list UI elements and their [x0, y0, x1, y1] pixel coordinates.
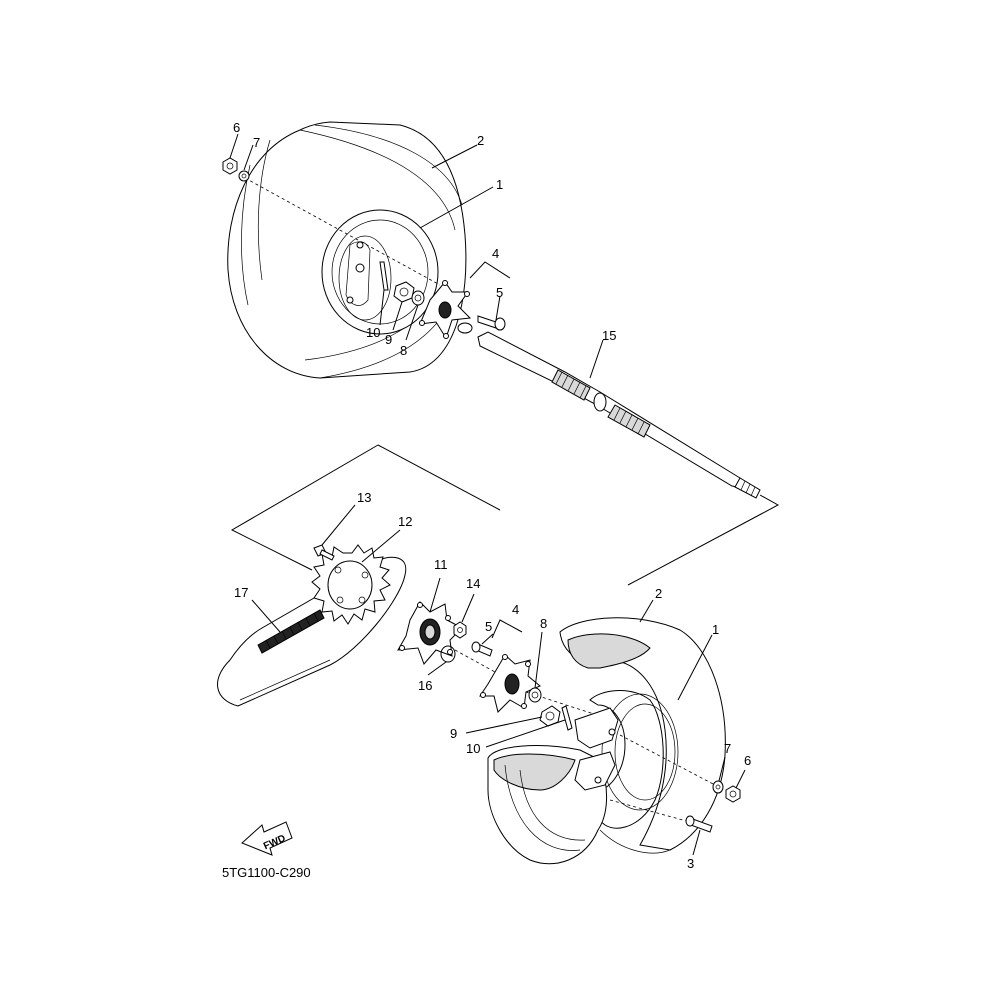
top-stud-centerline [244, 177, 441, 286]
top-bolt-5 [477, 315, 506, 331]
callout-top-8: 8 [400, 343, 407, 358]
callout-numbers: 6 7 2 1 4 5 10 9 8 15 13 12 17 11 14 4 5… [233, 120, 751, 871]
callout-bottom-3: 3 [687, 856, 694, 871]
top-nut-6 [222, 157, 238, 175]
callout-top-1: 1 [496, 177, 503, 192]
callout-bottom-11: 11 [434, 557, 448, 572]
bottom-tire [487, 617, 726, 865]
callout-bottom-8: 8 [540, 616, 547, 631]
callout-bottom-6: 6 [744, 753, 751, 768]
bottom-nut-6 [725, 785, 741, 803]
callout-top-5: 5 [496, 285, 503, 300]
drawing-code: 5TG1100-C290 [222, 865, 311, 880]
callout-bottom-12: 12 [398, 514, 412, 529]
top-washer-7 [238, 170, 250, 182]
bottom-cotter-pin-10 [561, 705, 573, 731]
bottom-bolt-5 [471, 641, 493, 657]
bottom-hub-4 [479, 654, 541, 713]
bottom-washer-8 [528, 687, 542, 703]
circlip-16 [440, 645, 456, 663]
callout-bottom-16: 16 [418, 678, 432, 693]
hub-nut-14 [453, 621, 467, 639]
callout-top-9: 9 [385, 332, 392, 347]
callout-top-10: 10 [366, 325, 380, 340]
callout-top-15: 15 [602, 328, 616, 343]
bottom-centerline [454, 649, 496, 673]
callout-top-2: 2 [477, 133, 484, 148]
callout-top-7: 7 [253, 135, 260, 150]
callout-bottom-17: 17 [234, 585, 248, 600]
tire-valve-3 [609, 799, 713, 833]
leader-lines [229, 133, 746, 856]
axle-to-lower-leader [627, 494, 780, 586]
top-tire [227, 121, 467, 379]
top-cotter-pin-10 [379, 261, 389, 291]
top-washer-8 [411, 290, 425, 306]
sprocket-hub-11 [397, 601, 463, 665]
callout-top-6: 6 [233, 120, 240, 135]
callout-bottom-10: 10 [466, 741, 480, 756]
rear-sprocket-12 [311, 544, 391, 625]
assembly-bracket-line [230, 444, 379, 571]
callout-bottom-9: 9 [450, 726, 457, 741]
callout-bottom-2: 2 [655, 586, 662, 601]
callout-top-4: 4 [492, 246, 499, 261]
callout-bottom-5: 5 [485, 619, 492, 634]
callout-bottom-7: 7 [724, 741, 731, 756]
callout-bottom-1: 1 [712, 622, 719, 637]
callout-bottom-4: 4 [512, 602, 519, 617]
fwd-arrow-icon: FWD [241, 821, 293, 856]
rear-axle-shaft-15 [477, 331, 761, 499]
assembly-bracket-line-2 [377, 444, 501, 511]
callout-bottom-13: 13 [357, 490, 371, 505]
top-hub-4 [419, 280, 473, 340]
sprocket-bolt-13 [313, 544, 335, 561]
callout-bottom-14: 14 [466, 576, 480, 591]
bottom-washer-7 [712, 780, 724, 794]
